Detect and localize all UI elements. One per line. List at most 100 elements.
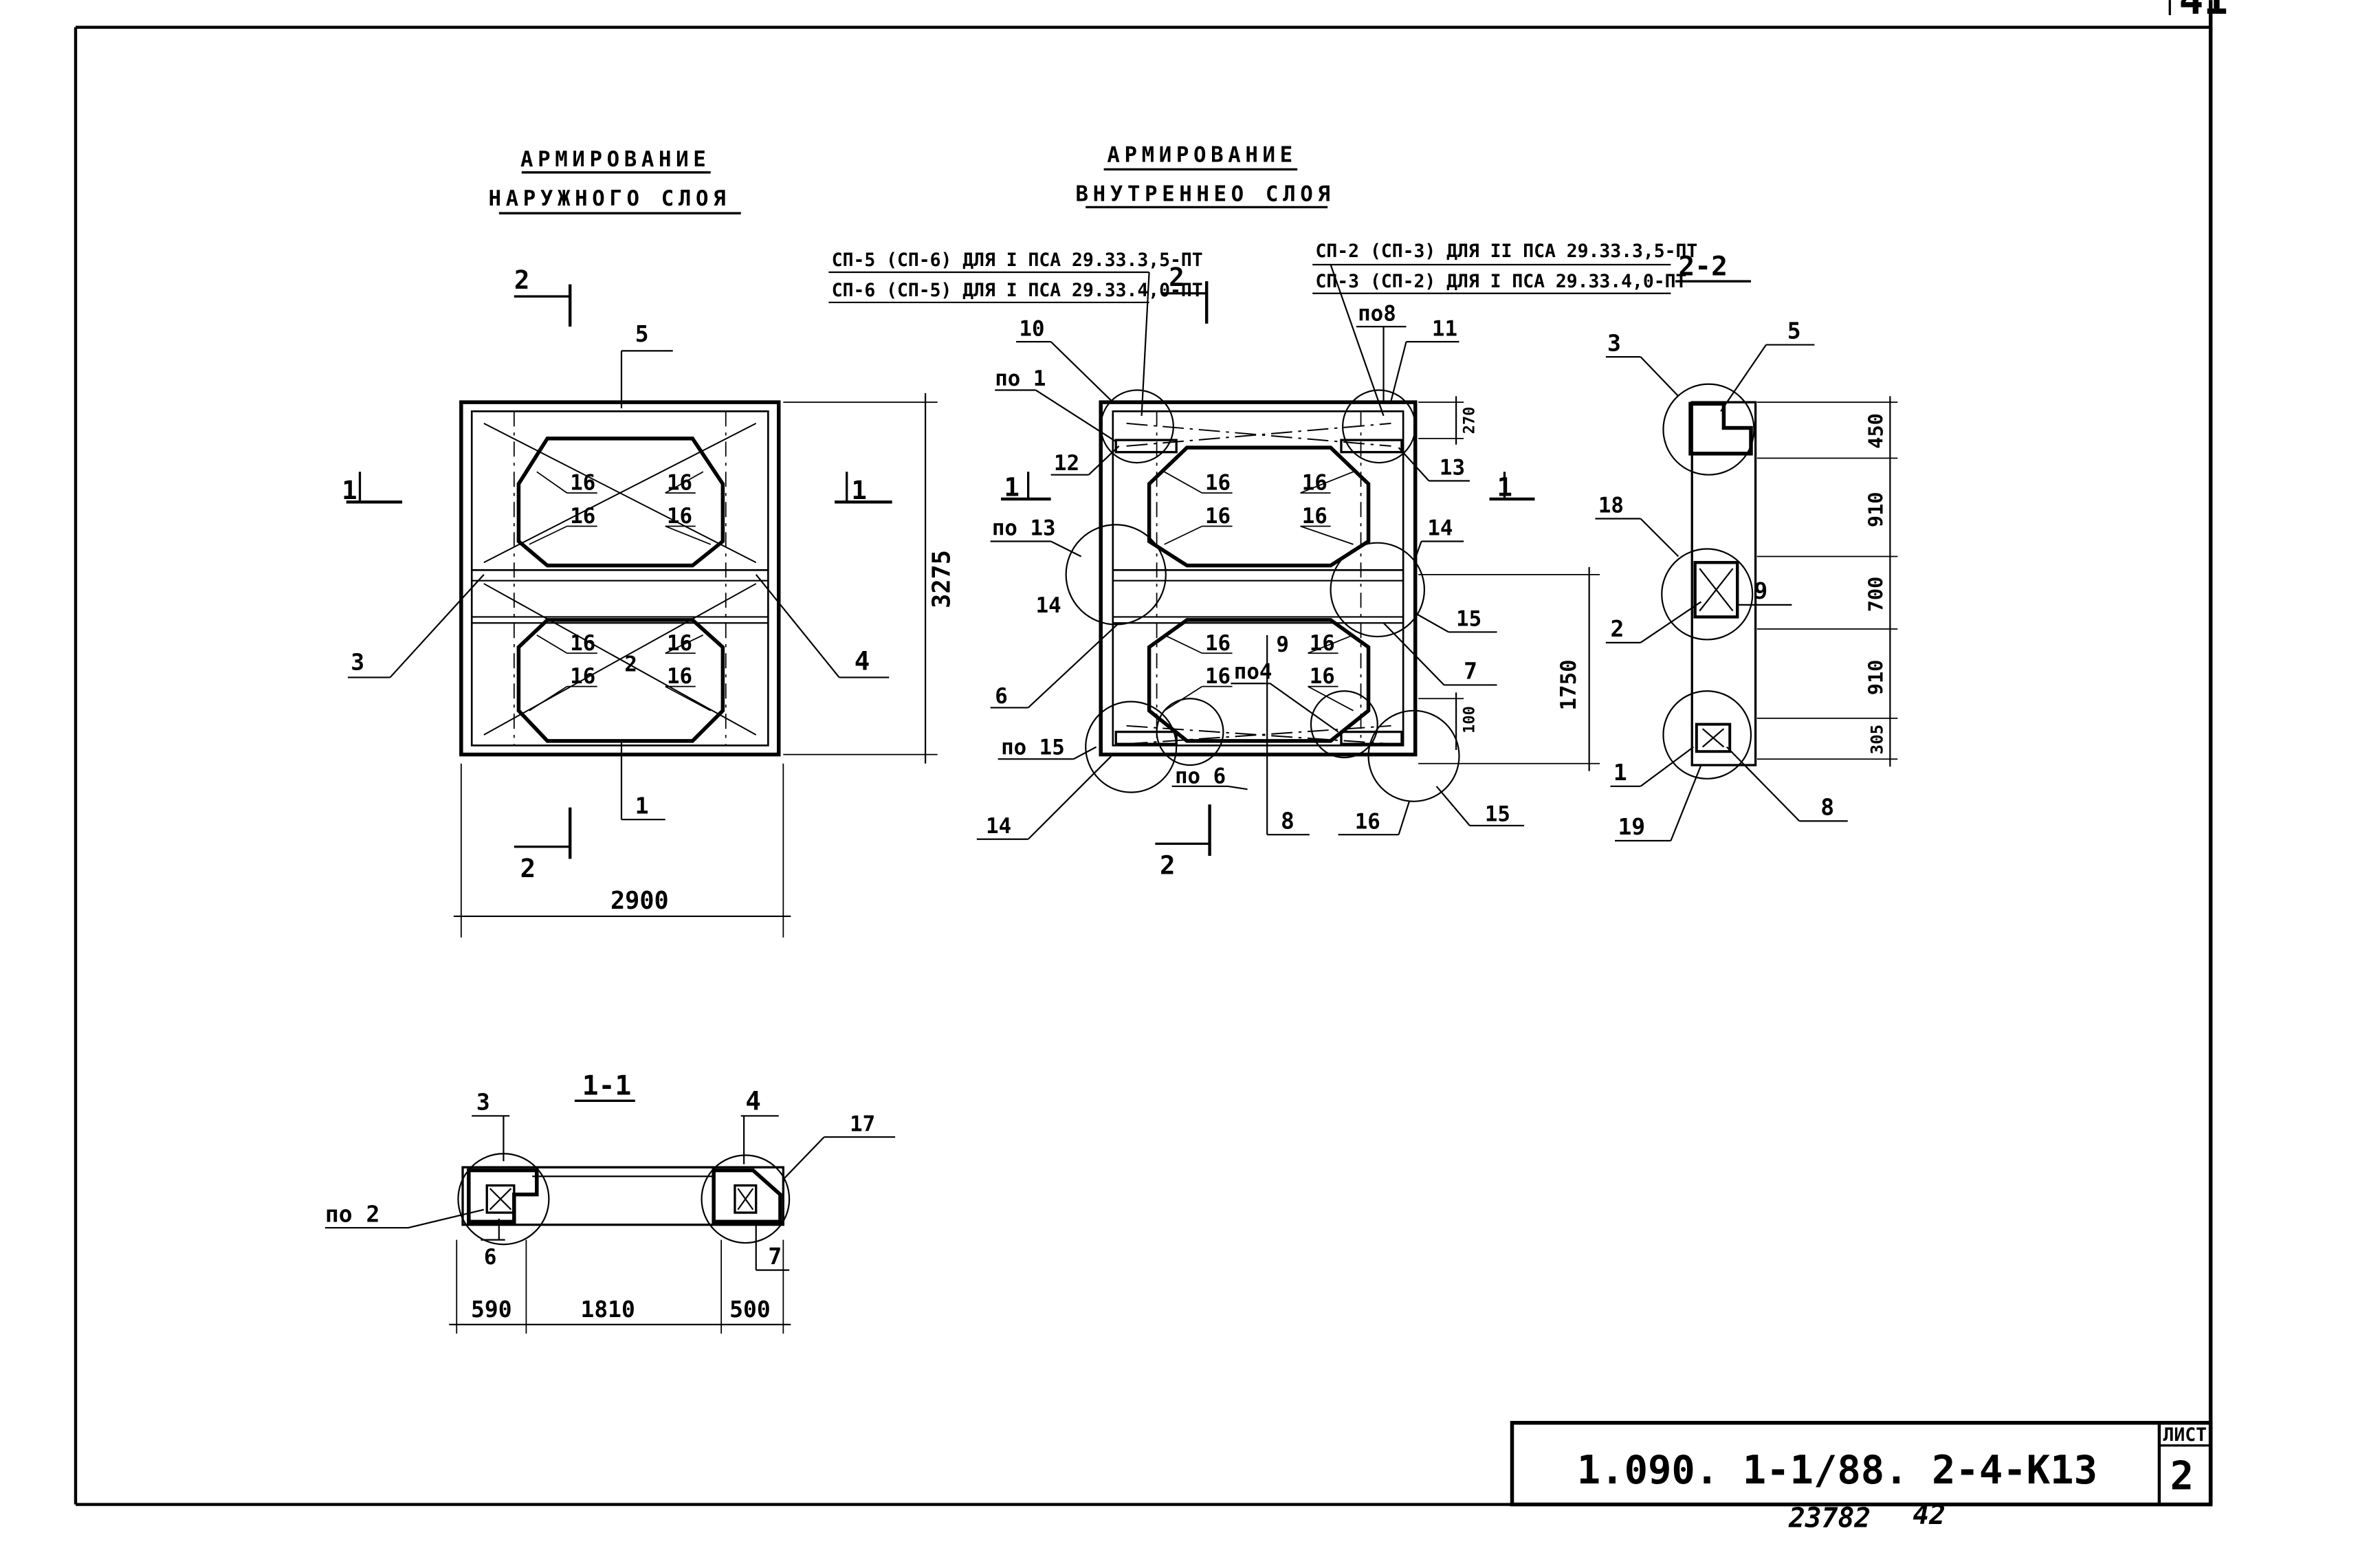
section-22-callout-9: 9 xyxy=(1754,577,1767,604)
inner-rebar-16: 16 xyxy=(1205,664,1231,689)
inner-note-right-2: СП-3 (СП-2) ДЛЯ I ПСА 29.33.4,0-ПТ xyxy=(1316,272,1687,292)
inner-label-14b: 14 xyxy=(1427,516,1453,541)
section-22-title: 2-2 xyxy=(1678,250,1727,282)
section-11-dim-1810: 1810 xyxy=(580,1296,635,1323)
inner-rebar-16: 16 xyxy=(1310,664,1335,689)
inner-note-left-2: СП-6 (СП-5) ДЛЯ I ПСА 29.33.4,0-ПТ xyxy=(832,280,1203,301)
inner-rebar-16: 16 xyxy=(1205,504,1231,529)
section-22-callout-1: 1 xyxy=(1613,759,1627,786)
outer-dim-height: 3275 xyxy=(927,550,956,608)
section-1-1-view: 1-1 3 4 17 по 2 6 7 590 1810 500 xyxy=(325,1070,896,1334)
section-22-callout-5: 5 xyxy=(1787,318,1801,344)
section-22-callout-8: 8 xyxy=(1820,794,1834,821)
section-22-dim-910a: 910 xyxy=(1864,492,1887,527)
title-block: 1.090. 1-1/88. 2-4-K13 ЛИСТ 2 23782 42 xyxy=(1510,1421,2213,1534)
inner-rebar-16: 16 xyxy=(1310,631,1335,656)
inner-rebar-16: 16 xyxy=(1205,631,1231,656)
inner-label-po1: по 1 xyxy=(995,366,1046,391)
outer-title-line2: НАРУЖНОГО СЛОЯ xyxy=(488,186,730,211)
inner-label-14c: 14 xyxy=(986,814,1011,839)
outer-callout-4: 4 xyxy=(855,645,870,676)
inner-dim-270: 270 xyxy=(1462,407,1479,434)
inner-rebar-16: 16 xyxy=(1302,471,1327,496)
inner-section-2-top: 2 xyxy=(1169,262,1185,292)
outer-section-2-bottom: 2 xyxy=(520,853,536,883)
outer-callout-5: 5 xyxy=(635,320,649,347)
section-11-label-po2: по 2 xyxy=(325,1200,379,1227)
inner-rebar-16: 16 xyxy=(1302,504,1327,529)
outer-callouts-16: 16 16 16 16 16 16 16 16 xyxy=(529,471,712,711)
section-2-2-view: 2-2 450 910 700 910 305 3 5 18 2 9 xyxy=(1595,250,1898,842)
section-22-callout-19: 19 xyxy=(1618,813,1645,840)
section-11-callout-3: 3 xyxy=(476,1088,490,1115)
section-22-dim-910b: 910 xyxy=(1864,660,1887,696)
section-11-dim-500: 500 xyxy=(729,1296,771,1323)
section-22-dim-450: 450 xyxy=(1864,413,1887,449)
outer-rebar-16: 16 xyxy=(667,471,692,496)
outer-rebar-16: 16 xyxy=(570,631,595,656)
inner-label-11: 11 xyxy=(1432,316,1457,341)
drawing-code: 1.090. 1-1/88. 2-4-K13 xyxy=(1577,1448,2097,1493)
outer-section-1-right: 1 xyxy=(851,475,867,505)
outer-rebar-16: 16 xyxy=(667,664,692,689)
sheet-frame: 41 xyxy=(74,0,2228,1506)
inner-rebar-16: 16 xyxy=(1205,471,1231,496)
section-22-dim-305: 305 xyxy=(1867,725,1886,755)
inner-label-12: 12 xyxy=(1054,451,1079,476)
inner-label-10: 10 xyxy=(1019,316,1044,341)
inner-label-13: 13 xyxy=(1440,456,1465,481)
inner-label-16-bottom: 16 xyxy=(1355,809,1380,834)
section-22-dim-700: 700 xyxy=(1864,577,1887,612)
section-22-callout-18: 18 xyxy=(1598,494,1624,518)
section-22-callout-2: 2 xyxy=(1610,615,1624,642)
section-11-title: 1-1 xyxy=(582,1070,631,1101)
outer-rebar-16: 16 xyxy=(667,504,692,529)
inner-callouts-16: 16 16 16 16 16 16 16 16 xyxy=(1164,471,1354,711)
section-11-dim-590: 590 xyxy=(471,1296,512,1323)
inner-layer-view: АРМИРОВАНИЕ ВНУТРЕННЕО СЛОЯ СП-5 (СП-6) … xyxy=(828,142,1697,880)
inner-title-line2: ВНУТРЕННЕО СЛОЯ xyxy=(1076,182,1335,207)
inner-dim-1750: 1750 xyxy=(1556,659,1581,710)
inner-section-1-left: 1 xyxy=(1004,472,1020,502)
sheet-number: 2 xyxy=(2170,1454,2194,1499)
inner-dim-100: 100 xyxy=(1462,706,1479,733)
section-11-callout-6: 6 xyxy=(484,1245,497,1270)
outer-dim-width: 2900 xyxy=(610,887,669,915)
inner-label-15a: 15 xyxy=(1456,607,1481,632)
inner-label-15b: 15 xyxy=(1485,802,1510,826)
section-11-callout-7: 7 xyxy=(768,1243,782,1270)
outer-rebar-16: 16 xyxy=(570,471,595,496)
section-11-callout-17: 17 xyxy=(850,1112,875,1136)
inner-label-9: 9 xyxy=(1276,632,1289,657)
corner-number: 41 xyxy=(2179,0,2228,24)
inner-label-6: 6 xyxy=(995,684,1008,709)
section-22-callout-3: 3 xyxy=(1607,329,1621,356)
sheet-label: ЛИСТ xyxy=(2163,1425,2207,1446)
outer-callout-3: 3 xyxy=(351,648,364,675)
inner-section-2-bottom: 2 xyxy=(1160,850,1176,880)
inventory-page: 42 xyxy=(1913,1499,1946,1531)
inner-note-right-1: СП-2 (СП-3) ДЛЯ II ПСА 29.33.3,5-ПТ xyxy=(1316,241,1698,262)
inner-label-14a: 14 xyxy=(1036,593,1061,618)
inner-label-po15: по 15 xyxy=(1001,736,1065,760)
outer-section-1-left: 1 xyxy=(342,475,357,505)
inner-label-po8: по8 xyxy=(1358,301,1396,326)
inner-title-line1: АРМИРОВАНИЕ xyxy=(1107,142,1297,167)
outer-layer-view: АРМИРОВАНИЕ НАРУЖНОГО СЛОЯ 5 3 4 1 2 xyxy=(342,147,956,938)
inner-label-po4: по4 xyxy=(1234,660,1272,685)
outer-rebar-16: 16 xyxy=(570,504,595,529)
inner-label-po13: по 13 xyxy=(992,516,1056,541)
outer-rebar-16: 16 xyxy=(667,631,692,656)
inventory-number: 23782 xyxy=(1788,1503,1871,1534)
outer-section-2-top: 2 xyxy=(514,265,530,295)
inner-label-7: 7 xyxy=(1464,658,1477,685)
inner-label-po6: по 6 xyxy=(1175,764,1226,788)
section-11-callout-4: 4 xyxy=(745,1085,761,1116)
inner-note-left-1: СП-5 (СП-6) ДЛЯ I ПСА 29.33.3,5-ПТ xyxy=(832,250,1203,271)
outer-rebar-16: 16 xyxy=(570,664,595,689)
outer-title-line1: АРМИРОВАНИЕ xyxy=(520,147,710,172)
outer-callout-2: 2 xyxy=(624,652,637,677)
inner-label-8: 8 xyxy=(1281,807,1294,834)
outer-callout-1: 1 xyxy=(635,792,649,819)
